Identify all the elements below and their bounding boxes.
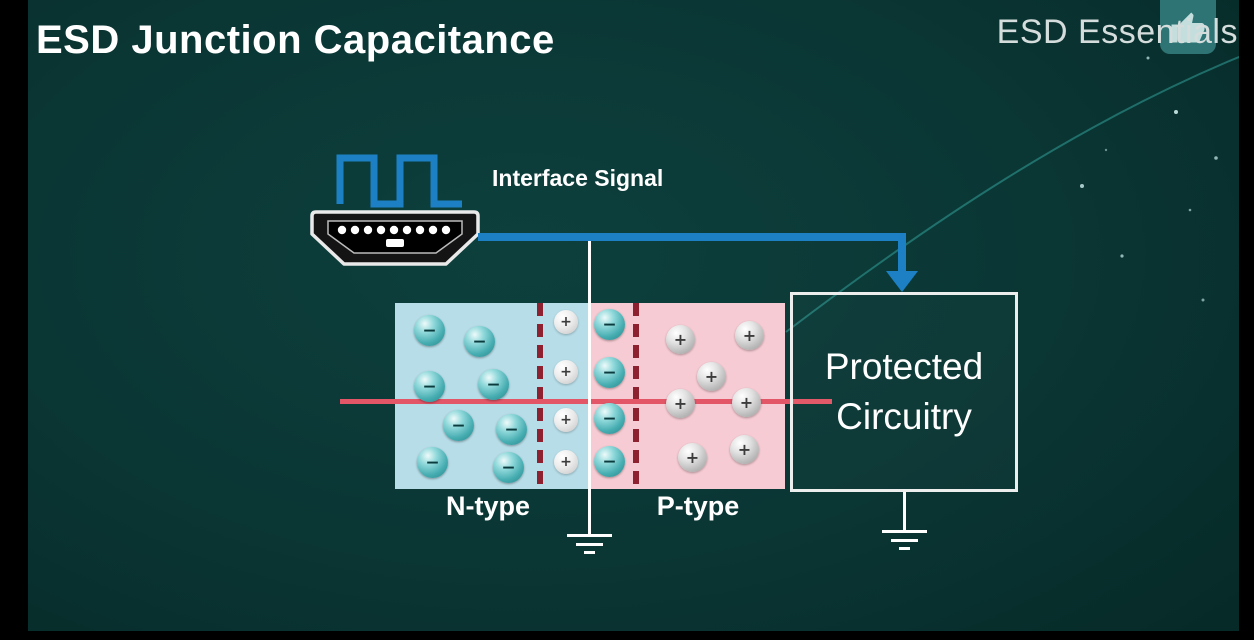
protected-circuitry-line1: Protected xyxy=(824,346,984,388)
hole: + xyxy=(732,388,761,417)
electron: − xyxy=(417,447,448,478)
hole: + xyxy=(666,325,695,354)
electron: − xyxy=(414,371,445,402)
ground-bar xyxy=(882,530,927,533)
square-wave-icon xyxy=(336,154,462,208)
depletion-electron: − xyxy=(594,403,625,434)
depletion-electron: − xyxy=(594,309,625,340)
hole: + xyxy=(697,362,726,391)
hdmi-connector-icon xyxy=(310,210,480,266)
letterbox-right xyxy=(1239,0,1254,640)
depletion-electron: − xyxy=(594,446,625,477)
electron: − xyxy=(478,369,509,400)
hdmi-pins xyxy=(337,225,451,235)
ground-stem xyxy=(903,492,906,532)
arrow-down-icon xyxy=(886,271,918,292)
donor-ion: + xyxy=(554,408,578,432)
page-title: ESD Junction Capacitance xyxy=(36,18,555,62)
ground-bar xyxy=(567,534,612,537)
n-type-label: N-type xyxy=(445,491,530,521)
hole: + xyxy=(678,443,707,472)
junction-wire xyxy=(340,399,832,404)
brand-text: ESD Essentials xyxy=(996,13,1238,51)
protected-circuitry-line2: Circuitry xyxy=(836,396,972,437)
thumbs-up-glyph xyxy=(1171,12,1205,43)
donor-ion: + xyxy=(554,310,578,334)
electron: − xyxy=(414,315,445,346)
donor-ion: + xyxy=(554,360,578,384)
electron: − xyxy=(496,414,527,445)
depletion-boundary-left xyxy=(537,303,543,489)
electron: − xyxy=(443,410,474,441)
depletion-electron: − xyxy=(594,357,625,388)
pn-junction-diagram: − − − − − − − − + + + + − − − − + + + + … xyxy=(395,303,785,489)
letterbox-left xyxy=(0,0,28,640)
signal-wire-vertical xyxy=(898,239,906,273)
ground-bar xyxy=(899,547,910,550)
ground-bar xyxy=(584,551,595,554)
donor-ion: + xyxy=(554,450,578,474)
ground-bar xyxy=(891,539,918,542)
interface-signal-label: Interface Signal xyxy=(492,165,664,191)
junction-center-line xyxy=(588,235,591,535)
electron: − xyxy=(493,452,524,483)
hole: + xyxy=(735,321,764,350)
letterbox-bottom xyxy=(0,631,1254,640)
hole: + xyxy=(666,389,695,418)
p-type-label: P-type xyxy=(656,491,740,521)
swoosh-curve xyxy=(785,49,1254,333)
thumbs-up-icon[interactable] xyxy=(1160,0,1216,54)
signal-wire-horizontal xyxy=(478,233,906,241)
protected-circuitry-box: Protected Circuitry xyxy=(790,292,1018,492)
depletion-boundary-right xyxy=(633,303,639,489)
hole: + xyxy=(730,435,759,464)
ground-bar xyxy=(576,543,603,546)
electron: − xyxy=(464,326,495,357)
